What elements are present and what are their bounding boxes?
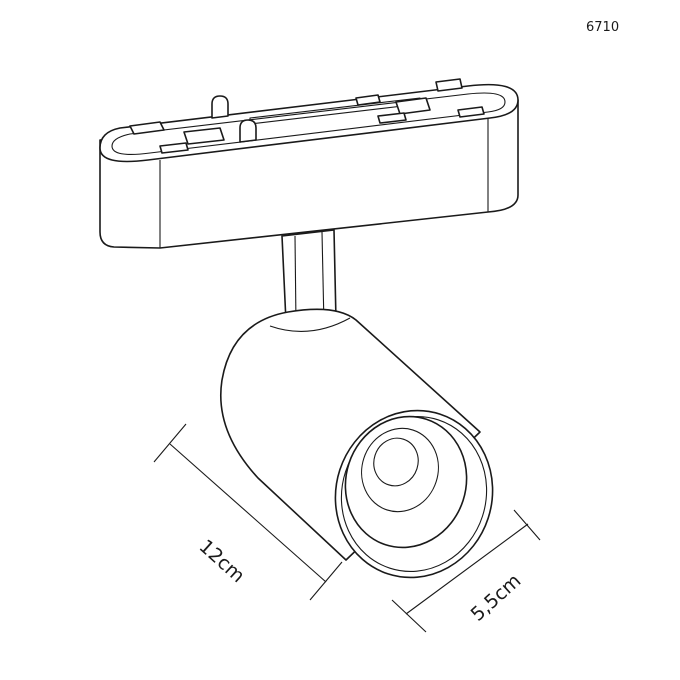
diameter-label: 5,5cm [467,570,526,626]
contact-pin [239,119,257,143]
contact-pin [211,95,229,119]
model-code: 6710 [586,20,620,35]
spotlight-cylinder [220,308,481,561]
contact-pad [395,97,431,115]
contact-pad [183,127,225,145]
track-adapter [99,78,519,249]
spotlight-lens [334,409,494,579]
diameter-dimension [391,509,541,633]
length-dimension [153,423,343,601]
length-label: 12cm [195,535,249,587]
